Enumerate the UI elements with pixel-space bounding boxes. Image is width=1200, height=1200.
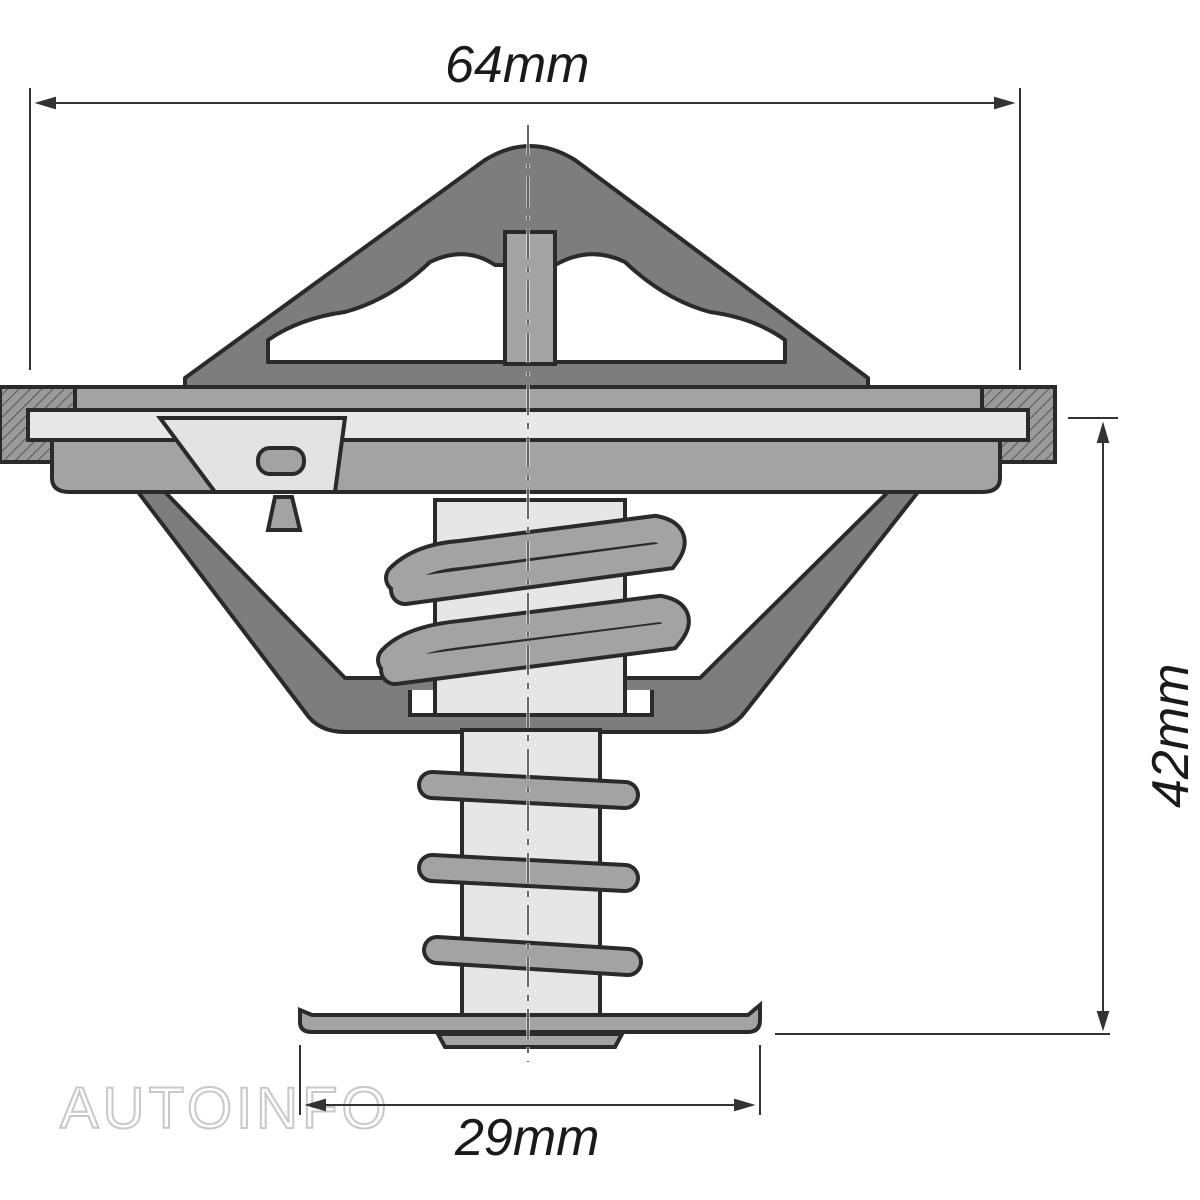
jiggle-valve [156,416,348,532]
main-spring [376,513,691,686]
bottom-plate [298,1000,762,1049]
base-dimension [299,1045,761,1115]
height-dimension [775,417,1118,1035]
height-label: 42mm [1142,664,1200,808]
width-label: 64mm [445,36,589,94]
base-label: 29mm [454,1109,599,1167]
top-bridge [183,144,870,417]
watermark-text: AUTOINFO [60,1076,391,1141]
width-dimension [29,88,1021,370]
